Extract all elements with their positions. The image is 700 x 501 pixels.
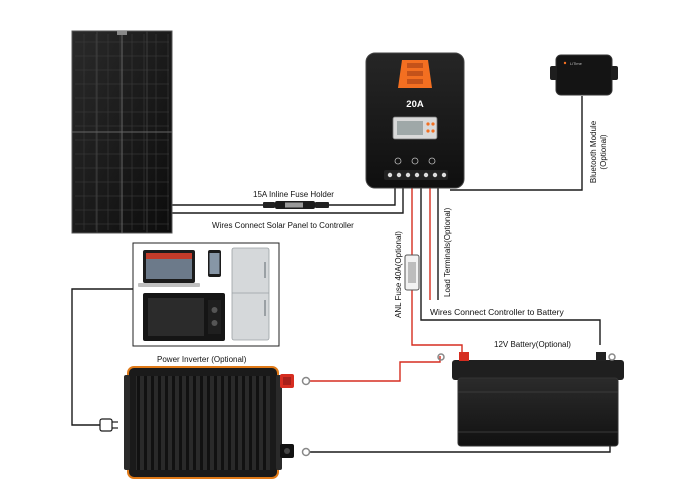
bluetooth-module-icon bbox=[550, 54, 618, 96]
load-terminals-label: Load Terminals(Optional) bbox=[443, 207, 452, 297]
wire-battery-inverter-positive bbox=[310, 356, 441, 382]
anl-fuse-label: ANL Fuse 40A(Optional) bbox=[394, 231, 403, 318]
bluetooth-label-line2: (Optional) bbox=[599, 134, 608, 169]
wire-appliance-plug bbox=[71, 288, 133, 426]
wire-fuse-to-controller bbox=[322, 185, 396, 206]
controller-rating: 20A bbox=[406, 99, 424, 110]
panel-to-controller-label: Wires Connect Solar Panel to Controller bbox=[212, 221, 354, 230]
wire-controller-battery-negative bbox=[420, 185, 601, 345]
solar-panel-icon bbox=[71, 30, 173, 234]
wire-bluetooth bbox=[450, 96, 583, 191]
refrigerator-icon bbox=[231, 247, 270, 341]
battery-icon bbox=[452, 352, 624, 447]
bluetooth-brand: LiTime bbox=[570, 61, 583, 66]
bluetooth-label-line1: Bluetooth Module bbox=[589, 120, 598, 183]
appliances-group bbox=[132, 242, 280, 347]
ring-lug bbox=[608, 353, 616, 361]
charge-controller-icon bbox=[365, 52, 465, 189]
inverter-icon bbox=[124, 366, 294, 479]
phone-icon bbox=[208, 250, 221, 277]
fuse-icon bbox=[263, 201, 329, 209]
ring-lug bbox=[301, 447, 311, 457]
anl-fuse bbox=[404, 254, 420, 291]
controller-to-battery-label: Wires Connect Controller to Battery bbox=[430, 307, 564, 317]
fuse-holder-label: 15A Inline Fuse Holder bbox=[253, 190, 334, 199]
battery-label: 12V Battery(Optional) bbox=[494, 340, 571, 349]
wire-anl-to-battery bbox=[411, 290, 463, 352]
ring-lug bbox=[301, 376, 311, 386]
inverter-label: Power Inverter (Optional) bbox=[157, 355, 247, 364]
ring-lug bbox=[437, 353, 445, 361]
microwave-icon bbox=[143, 293, 225, 341]
wire-panel-negative bbox=[172, 185, 404, 214]
laptop-icon bbox=[138, 250, 200, 287]
plug-icon bbox=[99, 418, 118, 432]
